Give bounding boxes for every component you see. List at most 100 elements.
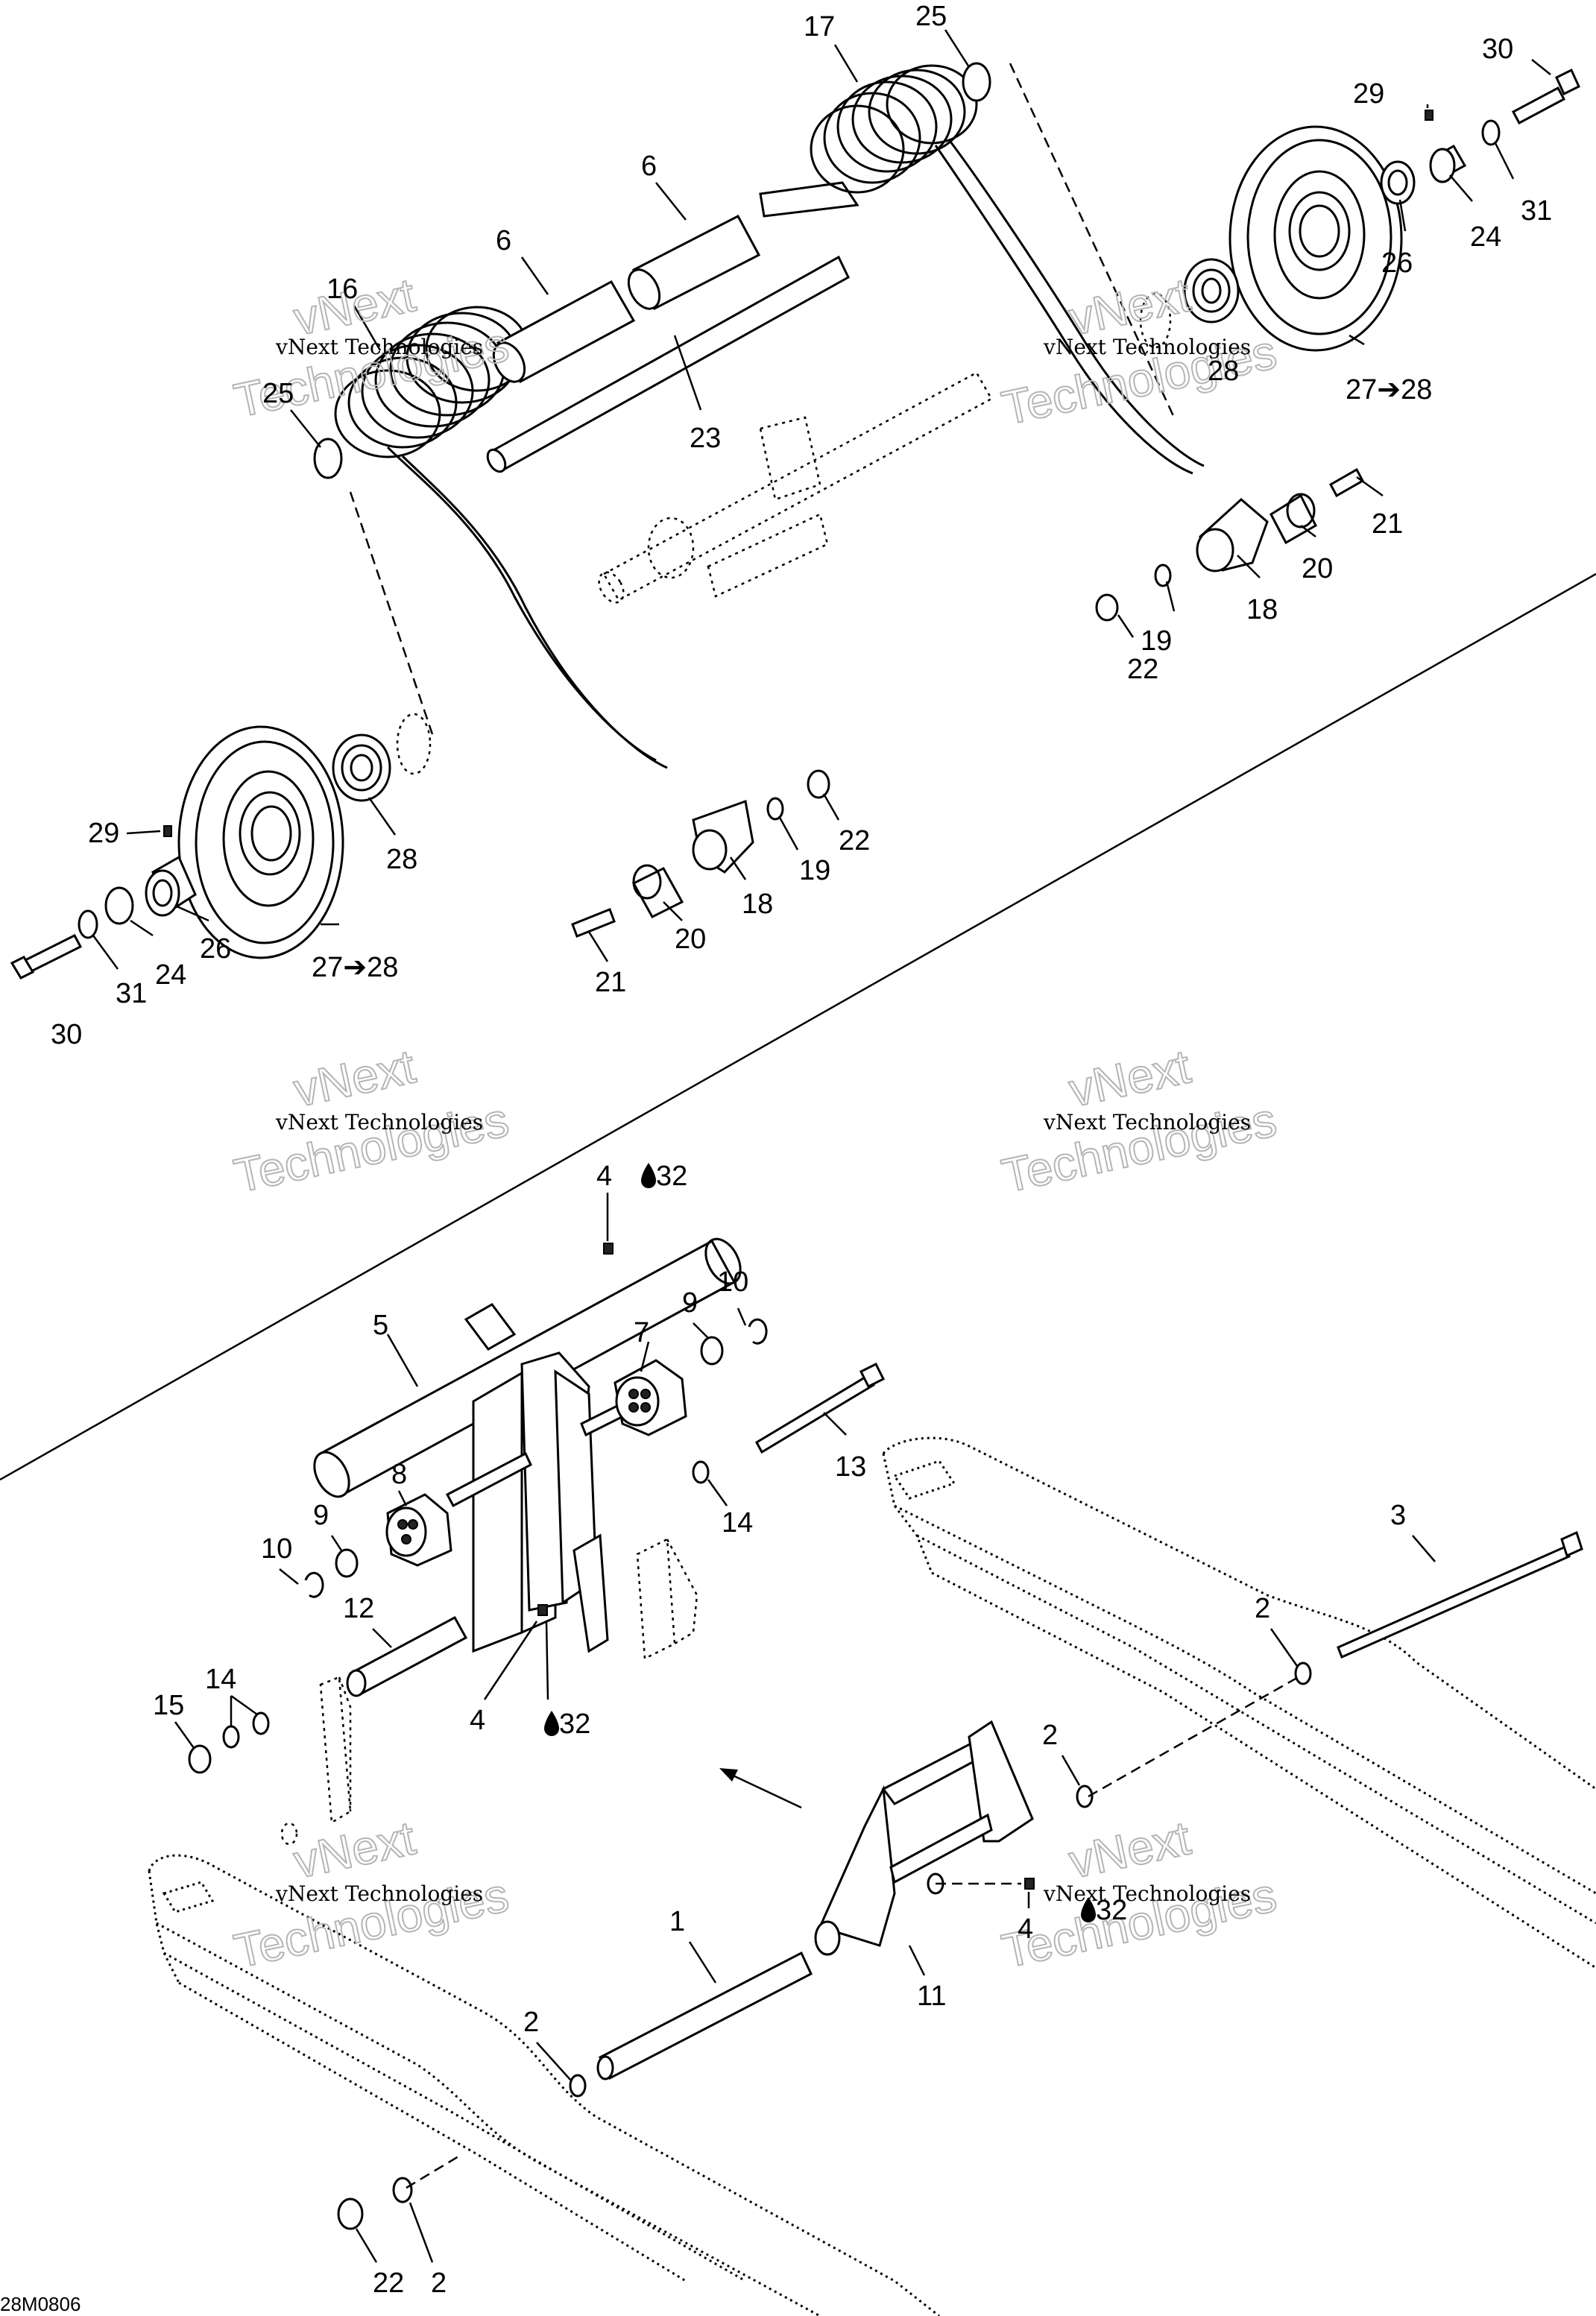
svg-text:vNext Technologies: vNext Technologies: [1043, 335, 1251, 359]
callout-6-lower: 6: [496, 225, 511, 256]
callout-4-arm: 4: [470, 1705, 485, 1736]
washer-right: [1481, 119, 1501, 146]
cross-shaft: [486, 255, 850, 473]
callout-9-lower: 9: [313, 1500, 329, 1531]
rear-axle: [596, 1951, 813, 2080]
watermark-bottom-right: vNext Technologies vNext Technologies: [997, 1810, 1281, 1978]
grease-fitting-rear: [1024, 1878, 1035, 1890]
callout-19-center: 19: [799, 855, 830, 886]
grease-fitting-right: [1425, 110, 1433, 121]
callout-18-center: 18: [742, 889, 773, 920]
bracket-ghost-left: [280, 1676, 352, 1846]
watermark-bottom-left: vNext Technologies vNext Technologies: [229, 1810, 514, 1978]
callout-2-bracket: 2: [1042, 1720, 1058, 1751]
callout-23: 23: [690, 423, 721, 454]
callout-27-28-top: 27➔28: [1346, 374, 1432, 406]
callout-3: 3: [1390, 1500, 1406, 1531]
torsion-spring-left: [334, 306, 668, 769]
spacer-tube-upper: [627, 214, 761, 311]
grease-fitting-arm: [537, 1604, 548, 1616]
callout-21-top: 21: [1372, 508, 1403, 540]
callout-24-left: 24: [155, 959, 186, 991]
washer-2-bottom: [392, 2177, 413, 2203]
callout-16: 16: [327, 274, 358, 305]
callout-30-top: 30: [1482, 34, 1513, 65]
rail-frame-right: [882, 1436, 1596, 1969]
callout-29-left: 29: [88, 818, 119, 849]
washer-upper-9: [700, 1336, 724, 1366]
callout-2-front: 2: [523, 2007, 539, 2038]
bolt-left: [10, 934, 83, 979]
callout-31-top: 31: [1521, 195, 1552, 227]
slider-holder-right: [1196, 497, 1269, 572]
callout-26-left: 26: [200, 933, 231, 965]
direction-arrow: [719, 1768, 802, 1809]
nut-right-small: [1095, 593, 1119, 622]
washer-14-left-b: [252, 1711, 270, 1735]
shoulder-screw-left: [571, 908, 616, 938]
diagram-code-label: 28M0806: [0, 2293, 81, 2315]
rear-bracket: [814, 1720, 1034, 1956]
bushing-sleeve-right: [1269, 493, 1317, 545]
callout-28-left: 28: [386, 844, 417, 875]
callout-9-upper: 9: [682, 1287, 698, 1319]
callout-18-top: 18: [1246, 594, 1278, 625]
svg-text:Technologies: Technologies: [997, 1093, 1281, 1203]
callout-25-left: 25: [262, 378, 294, 409]
svg-text:vNext Technologies: vNext Technologies: [1043, 1881, 1251, 1906]
circlip-lower-10: [304, 1571, 324, 1598]
callout-30-left: 30: [51, 1019, 82, 1050]
washer-right-small: [1154, 564, 1172, 587]
bolt-right: [1511, 68, 1580, 125]
callout-28-top: 28: [1208, 356, 1239, 387]
ghost-shaft-assembly: [598, 371, 993, 604]
callout-2-rail: 2: [1255, 1593, 1270, 1624]
washer-left: [78, 909, 98, 939]
rail-frame-left: [148, 1854, 940, 2316]
washer-14-left-a: [222, 1725, 240, 1749]
callout-10-upper: 10: [717, 1266, 748, 1298]
svg-text:vNext: vNext: [1064, 1039, 1195, 1117]
bushing-left: [104, 886, 134, 925]
callout-1: 1: [669, 1906, 685, 1937]
bushing-right: [1429, 144, 1467, 183]
lubricant-drop-icon-top: [641, 1163, 656, 1188]
spacer-bushing-right: [1380, 160, 1416, 205]
svg-text:vNext Technologies: vNext Technologies: [1043, 1110, 1251, 1135]
washer-2-rail: [1294, 1662, 1312, 1685]
watermark-mid-right: vNext Technologies vNext Technologies: [997, 1038, 1281, 1203]
callout-15: 15: [153, 1690, 184, 1721]
long-bolt-3: [1337, 1530, 1583, 1659]
nut-center: [807, 769, 830, 799]
callout-26-top: 26: [1381, 247, 1413, 279]
callout-22-center: 22: [839, 825, 870, 856]
short-axle: [346, 1615, 468, 1697]
callout-14-right: 14: [722, 1507, 753, 1539]
snap-ring-left: [396, 713, 432, 775]
nut-15: [188, 1744, 212, 1774]
long-bolt-13: [755, 1362, 886, 1454]
retaining-ring-right: [962, 62, 991, 102]
lubricant-drop-icon-arm: [544, 1711, 559, 1736]
circlip-upper-10: [748, 1318, 768, 1345]
callout-4-rear: 4: [1018, 1913, 1033, 1945]
torsion-spring-right: [759, 64, 1205, 475]
leader-lines: [92, 29, 1551, 2263]
bracket-ghost-right: [636, 1538, 698, 1660]
svg-text:vNext: vNext: [1064, 1811, 1195, 1888]
spacer-bushing-left: [145, 855, 197, 917]
snap-ring-right: [1139, 292, 1172, 349]
svg-text:Technologies: Technologies: [230, 1093, 513, 1203]
callout-14-left: 14: [205, 1664, 236, 1695]
washer-14-right: [692, 1460, 710, 1484]
grease-fitting-left: [163, 825, 172, 837]
bearing-right: [1183, 258, 1240, 324]
callout-5: 5: [373, 1310, 388, 1341]
axis-line-left: [349, 491, 434, 735]
slider-holder-left: [692, 799, 754, 874]
callout-19-top: 19: [1141, 625, 1172, 657]
callout-21-center: 21: [595, 967, 626, 998]
bushing-sleeve-left: [631, 864, 684, 918]
callout-24-top: 24: [1470, 221, 1501, 253]
